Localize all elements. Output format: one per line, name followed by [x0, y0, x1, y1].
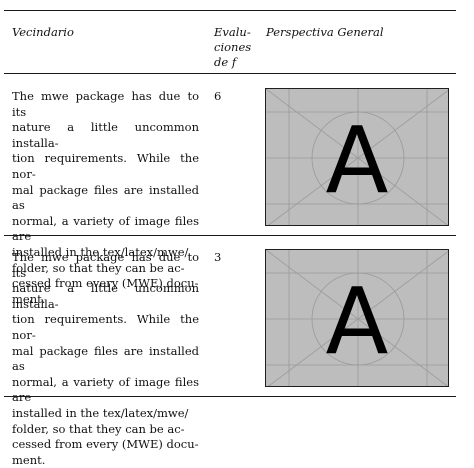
header-evaluaciones: Evalu- ciones de f [214, 25, 251, 70]
placeholder-letter: A [325, 107, 389, 214]
text-line: nature a little uncommon installa- [12, 120, 199, 150]
text-line: mal package files are installed as [12, 182, 199, 213]
text-line: cessed from every (MWE) docu- [12, 276, 199, 291]
table-bottom-rule [4, 396, 456, 398]
table-row-2-evaluations: 3 [214, 250, 222, 264]
image-placeholder-2: A [265, 249, 449, 387]
image-placeholder-1: A [265, 88, 449, 226]
text-line: The mwe package has due to its [12, 250, 199, 280]
table-top-rule [4, 10, 456, 12]
header-evaluaciones-line2: ciones [214, 40, 252, 54]
placeholder-letter: A [325, 268, 389, 375]
text-line: ment. [12, 452, 46, 467]
text-line: cessed from every (MWE) docu- [12, 437, 199, 452]
table-row-1-text: The mwe package has due to its nature a … [12, 89, 199, 307]
text-line: ment. [12, 291, 46, 306]
text-line: tion requirements. While the nor- [12, 312, 199, 342]
table-row-1-evaluations: 6 [214, 89, 222, 103]
text-line: nature a little uncommon installa- [12, 281, 199, 311]
text-line: installed in the tex/latex/mwe/ [12, 244, 189, 259]
text-line: normal, a variety of image files are [12, 374, 199, 405]
placeholder-grid-lines [266, 250, 448, 386]
header-bottom-rule [4, 73, 456, 74]
header-evaluaciones-line3: de f [214, 55, 237, 69]
header-evaluaciones-line1: Evalu- [214, 25, 251, 39]
text-line: tion requirements. While the nor- [12, 151, 199, 181]
header-vecindario: Vecindario [12, 25, 74, 39]
text-line: mal package files are installed as [12, 343, 199, 374]
text-line: normal, a variety of image files are [12, 213, 199, 244]
header-perspectiva-general: Perspectiva General [266, 25, 384, 39]
text-line: folder, so that they can be ac- [12, 260, 185, 275]
row-separator-rule [4, 235, 456, 236]
text-line: folder, so that they can be ac- [12, 421, 185, 436]
placeholder-grid-lines [266, 89, 448, 225]
table-row-2-text: The mwe package has due to its nature a … [12, 250, 199, 468]
text-line: The mwe package has due to its [12, 89, 199, 119]
